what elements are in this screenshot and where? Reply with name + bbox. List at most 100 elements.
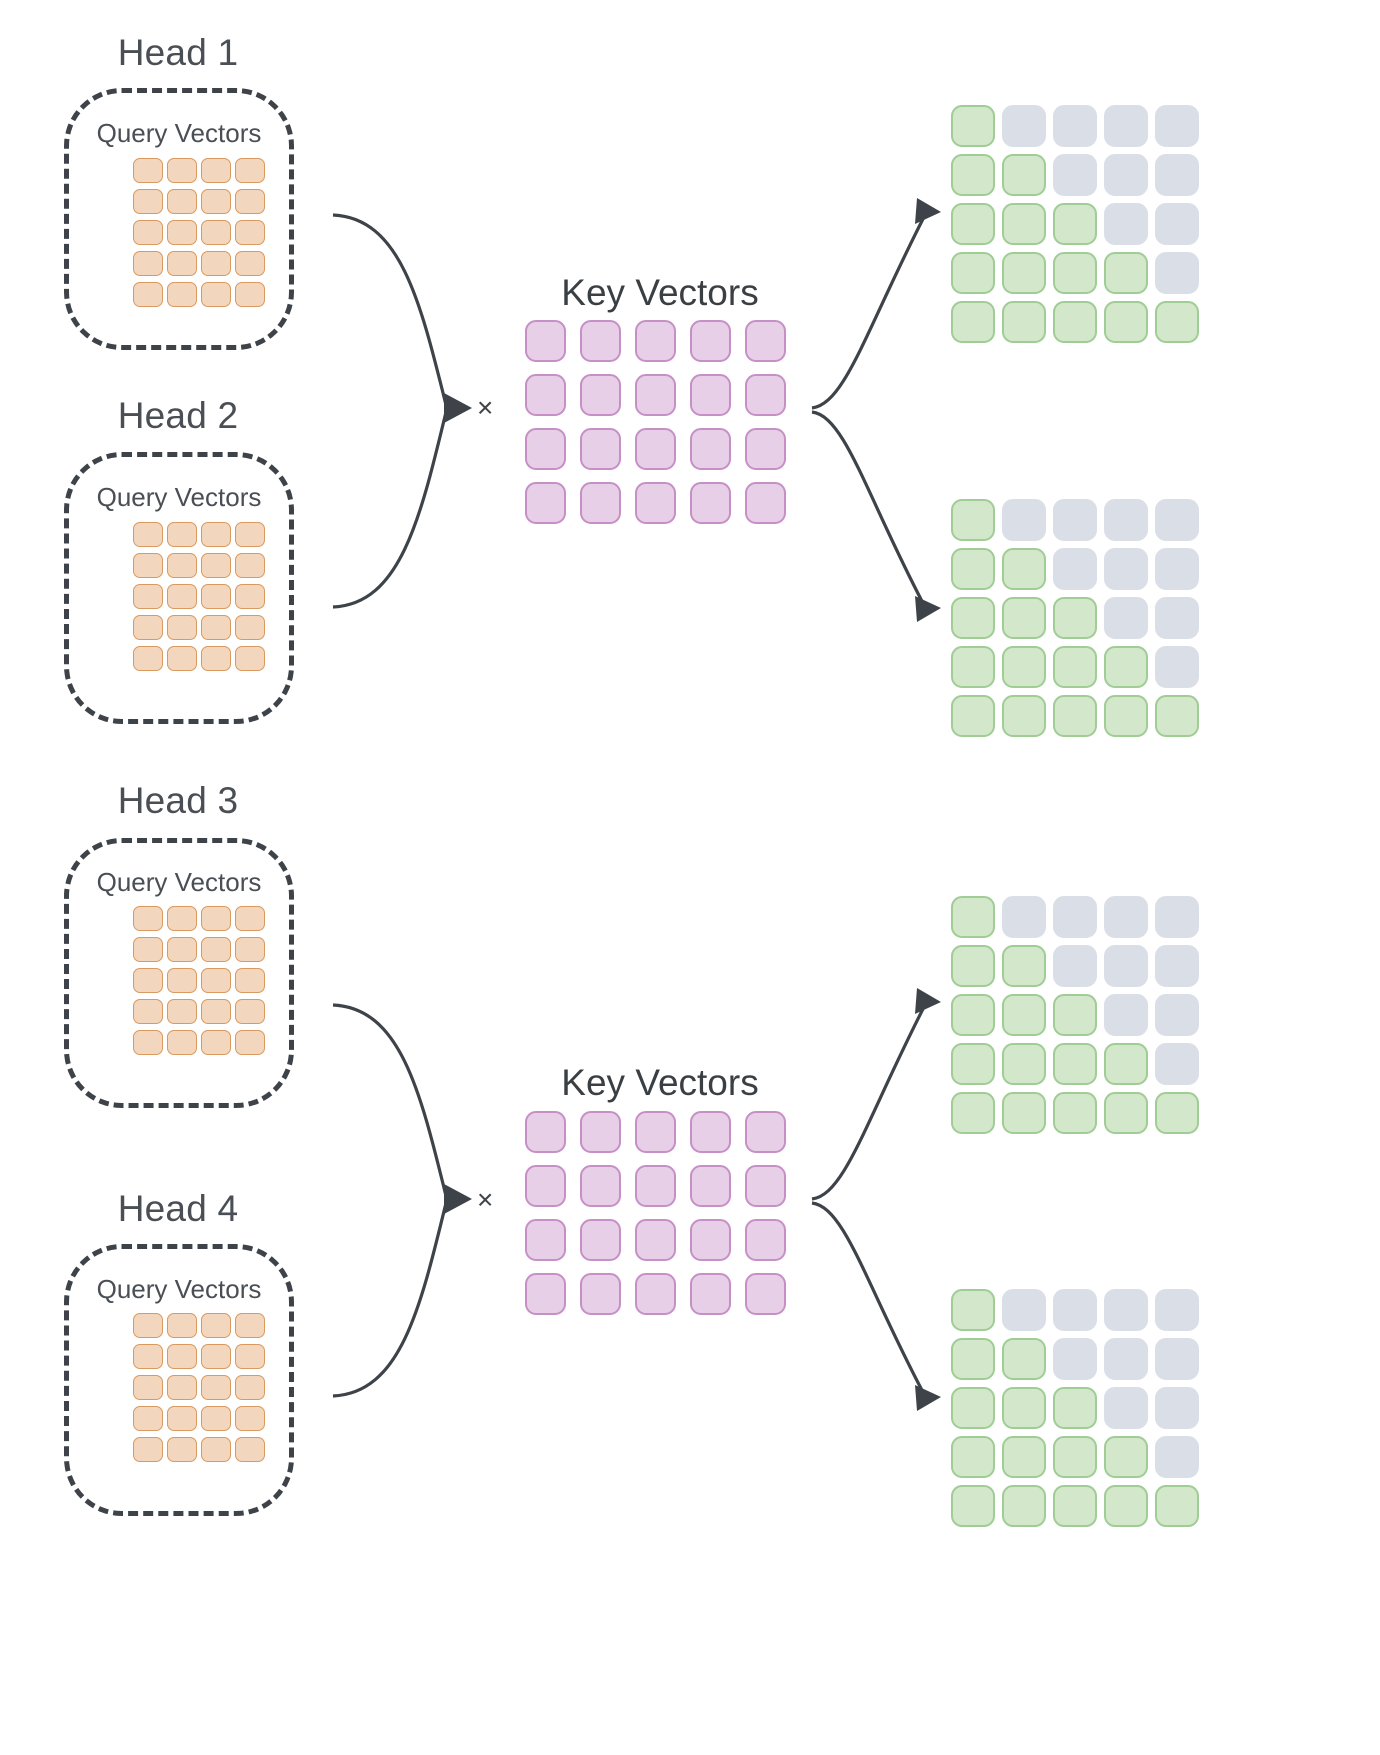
query-cell xyxy=(235,906,265,931)
connector-keys-to-attention1 xyxy=(811,214,927,410)
masked-cell xyxy=(1053,499,1097,541)
query-cell xyxy=(167,251,197,276)
key-cell xyxy=(745,374,786,416)
attention-cell xyxy=(951,1387,995,1429)
query-cell xyxy=(201,251,231,276)
key-cell xyxy=(745,1273,786,1315)
query-cell xyxy=(133,158,163,183)
attention-cell xyxy=(1155,1092,1199,1134)
key-cell xyxy=(690,320,731,362)
attention-cell xyxy=(1053,252,1097,294)
connector-head4-to-multiply xyxy=(332,1202,448,1398)
masked-cell xyxy=(1155,1387,1199,1429)
attention-cell xyxy=(951,301,995,343)
key-cell xyxy=(635,1219,676,1261)
query-cell xyxy=(133,251,163,276)
arrowhead-attention2 xyxy=(915,596,941,622)
key-vectors-title-1: Key Vectors xyxy=(561,272,759,313)
attention-cell xyxy=(1002,1436,1046,1478)
query-cell xyxy=(133,906,163,931)
attention-cell xyxy=(1002,154,1046,196)
query-cell xyxy=(133,584,163,609)
attention-matrix-3 xyxy=(951,896,1199,1134)
query-cell xyxy=(201,189,231,214)
attention-cell xyxy=(951,1043,995,1085)
query-cell xyxy=(235,646,265,671)
attention-cell xyxy=(1155,1485,1199,1527)
query-cell xyxy=(201,1030,231,1055)
masked-cell xyxy=(1155,499,1199,541)
head-box-3[interactable] xyxy=(64,838,294,1108)
key-cell xyxy=(525,1273,566,1315)
key-cell xyxy=(580,1219,621,1261)
head-box-4[interactable] xyxy=(64,1244,294,1516)
query-cell xyxy=(235,1030,265,1055)
query-cell xyxy=(201,158,231,183)
key-cell xyxy=(690,1273,731,1315)
head-title-1: Head 1 xyxy=(117,32,239,73)
query-cell xyxy=(133,189,163,214)
attention-cell xyxy=(951,945,995,987)
arrowhead-multiply-top xyxy=(444,393,472,423)
query-vector-grid-4 xyxy=(133,1313,265,1462)
key-cell xyxy=(525,320,566,362)
key-cell xyxy=(635,482,676,524)
key-cell xyxy=(525,428,566,470)
attention-cell xyxy=(1104,695,1148,737)
attention-cell xyxy=(951,896,995,938)
attention-cell xyxy=(1002,1387,1046,1429)
connector-head2-to-multiply xyxy=(332,411,448,609)
query-cell xyxy=(133,1313,163,1338)
query-cell xyxy=(133,1030,163,1055)
query-cell xyxy=(201,553,231,578)
masked-cell xyxy=(1104,105,1148,147)
masked-cell xyxy=(1002,1289,1046,1331)
attention-cell xyxy=(951,1289,995,1331)
head-title-3: Head 3 xyxy=(117,780,239,821)
query-vector-grid-1 xyxy=(133,158,265,307)
masked-cell xyxy=(1155,597,1199,639)
query-cell xyxy=(235,1344,265,1369)
masked-cell xyxy=(1155,1436,1199,1478)
attention-cell xyxy=(951,1485,995,1527)
attention-cell xyxy=(951,1338,995,1380)
multiply-symbol-bottom: × xyxy=(477,1184,494,1215)
attention-cell xyxy=(1053,301,1097,343)
query-cell xyxy=(235,999,265,1024)
arrowhead-attention1 xyxy=(915,198,941,224)
query-cell xyxy=(235,615,265,640)
query-cell xyxy=(167,1437,197,1462)
attention-cell xyxy=(1002,252,1046,294)
attention-cell xyxy=(951,105,995,147)
query-cell xyxy=(201,584,231,609)
query-cell xyxy=(201,615,231,640)
query-cell xyxy=(201,1437,231,1462)
query-cell xyxy=(133,999,163,1024)
query-cell xyxy=(201,1313,231,1338)
connector-head3-to-multiply xyxy=(332,1003,448,1197)
attention-cell xyxy=(1002,203,1046,245)
attention-cell xyxy=(951,203,995,245)
attention-cell xyxy=(1053,597,1097,639)
masked-cell xyxy=(1002,105,1046,147)
masked-cell xyxy=(1104,896,1148,938)
masked-cell xyxy=(1053,548,1097,590)
multiply-symbol-top: × xyxy=(477,392,494,423)
attention-cell xyxy=(1002,301,1046,343)
attention-cell xyxy=(1002,1043,1046,1085)
key-vectors-title-2: Key Vectors xyxy=(561,1062,759,1103)
key-cell xyxy=(580,1273,621,1315)
query-cell xyxy=(167,1030,197,1055)
masked-cell xyxy=(1053,105,1097,147)
query-cell xyxy=(235,251,265,276)
query-cell xyxy=(201,968,231,993)
key-cell xyxy=(635,428,676,470)
query-cell xyxy=(201,220,231,245)
query-cell xyxy=(167,584,197,609)
query-cell xyxy=(201,646,231,671)
head-box-1[interactable] xyxy=(64,88,294,350)
masked-cell xyxy=(1155,646,1199,688)
head-box-2[interactable] xyxy=(64,452,294,724)
connector-head1-to-multiply xyxy=(332,213,448,406)
